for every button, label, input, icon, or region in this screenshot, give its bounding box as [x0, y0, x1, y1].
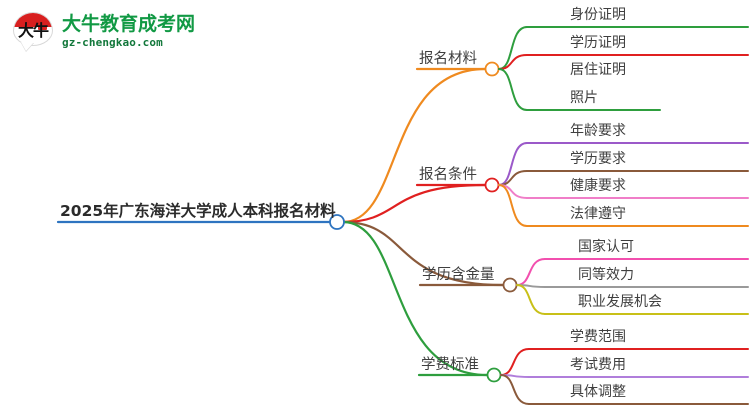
- branch-node-1[interactable]: [484, 177, 500, 193]
- branch-node-3[interactable]: [486, 367, 502, 383]
- leaf-edge-1-3: [498, 184, 528, 227]
- logo-subtitle-url: gz-chengkao.com: [62, 35, 163, 49]
- leaf-label-3-0[interactable]: 学费范围: [570, 329, 626, 345]
- logo-title: 大牛教育成考网: [62, 12, 196, 35]
- leaf-label-3-2[interactable]: 具体调整: [570, 384, 626, 400]
- branch-edge-2: [341, 220, 505, 287]
- logo-text-block: 大牛教育成考网 gz-chengkao.com: [62, 12, 196, 49]
- logo-brand-character: 大牛: [17, 21, 49, 40]
- leaf-label-2-2[interactable]: 职业发展机会: [578, 294, 662, 310]
- branch-edge-1: [341, 183, 487, 224]
- leaf-edge-1-0: [498, 142, 528, 186]
- branch-node-2[interactable]: [502, 277, 518, 293]
- leaf-label-0-1[interactable]: 学历证明: [570, 35, 626, 51]
- branch-edge-0: [341, 67, 487, 224]
- leaf-label-0-0[interactable]: 身份证明: [570, 7, 626, 23]
- leaf-label-2-0[interactable]: 国家认可: [578, 239, 634, 255]
- leaf-label-0-3[interactable]: 照片: [570, 90, 598, 106]
- leaf-label-3-1[interactable]: 考试费用: [570, 357, 626, 373]
- branch-label-0[interactable]: 报名材料: [419, 51, 477, 67]
- leaf-label-1-0[interactable]: 年龄要求: [570, 123, 626, 139]
- root-node-label[interactable]: 2025年广东海洋大学成人本科报名材料: [60, 202, 336, 220]
- branch-node-0[interactable]: [484, 61, 500, 77]
- root-node[interactable]: [329, 214, 345, 230]
- leaf-edge-3-0: [500, 348, 530, 376]
- leaf-edge-2-2: [516, 284, 546, 315]
- leaf-edge-0-0: [498, 26, 528, 70]
- leaf-label-1-2[interactable]: 健康要求: [570, 178, 626, 194]
- logo-bubble-tail: [21, 42, 34, 51]
- leaf-edge-0-1: [498, 54, 528, 70]
- leaf-label-1-3[interactable]: 法律遵守: [570, 206, 626, 222]
- logo-seal-mark: [38, 21, 47, 30]
- logo-speech-bubble-icon: 大牛: [12, 10, 56, 52]
- leaf-edge-2-0: [516, 258, 546, 286]
- leaf-edge-0-3: [498, 68, 528, 111]
- leaf-label-1-1[interactable]: 学历要求: [570, 151, 626, 167]
- branch-edge-3: [341, 220, 489, 377]
- branch-label-1[interactable]: 报名条件: [419, 167, 477, 183]
- branch-label-3[interactable]: 学费标准: [421, 357, 479, 373]
- leaf-label-0-2[interactable]: 居住证明: [570, 62, 626, 78]
- leaf-edge-3-2: [500, 374, 530, 405]
- leaf-label-2-1[interactable]: 同等效力: [578, 267, 634, 283]
- site-logo: 大牛 大牛教育成考网 gz-chengkao.com: [12, 6, 197, 56]
- branch-label-2[interactable]: 学历含金量: [422, 267, 495, 283]
